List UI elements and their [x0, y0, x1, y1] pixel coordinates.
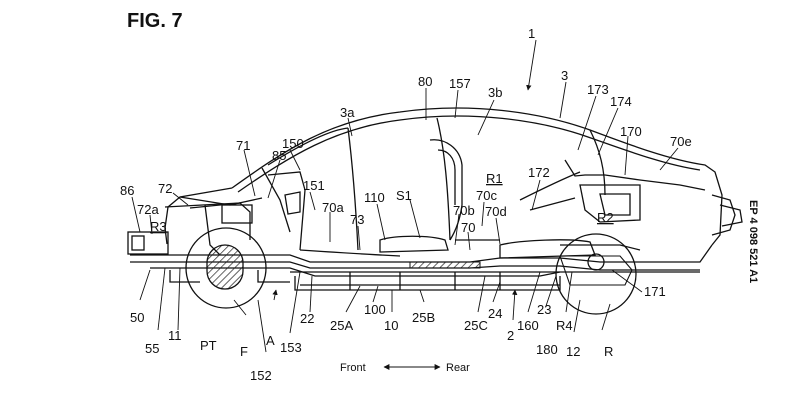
label-150: 150	[282, 136, 304, 151]
label-71: 71	[236, 138, 250, 153]
label-PT: PT	[200, 338, 217, 353]
label-25C: 25C	[464, 318, 488, 333]
label-F: F	[240, 344, 248, 359]
label-S1: S1	[396, 188, 412, 203]
label-153: 153	[280, 340, 302, 355]
label-12: 12	[566, 344, 580, 359]
label-70a: 70a	[322, 200, 344, 215]
label-R3: R3	[150, 219, 167, 234]
label-70b: 70b	[453, 203, 475, 218]
label-100: 100	[364, 302, 386, 317]
label-22: 22	[300, 311, 314, 326]
label-70e: 70e	[670, 134, 692, 149]
label-R: R	[604, 344, 613, 359]
label-roof: 80	[418, 74, 432, 89]
document-code: EP 4 098 521 A1	[747, 200, 759, 284]
reference-labels: 1 3 3a 80 157 3b 173 174 170 70e 71 85 1…	[120, 26, 692, 383]
rear-label: Rear	[446, 362, 470, 374]
label-70d: 70d	[485, 204, 507, 219]
front-wheel	[185, 227, 267, 309]
label-170: 170	[620, 124, 642, 139]
rear-wheel	[555, 233, 637, 315]
body-outline	[127, 107, 743, 259]
label-23: 23	[537, 302, 551, 317]
label-2: 2	[507, 328, 514, 343]
label-173: 173	[587, 82, 609, 97]
label-25B: 25B	[412, 310, 435, 325]
label-151: 151	[303, 178, 325, 193]
label-10: 10	[384, 318, 398, 333]
label-50: 50	[130, 310, 144, 325]
label-72: 72	[158, 181, 172, 196]
front-label: Front	[340, 362, 366, 374]
figure-title: FIG. 7	[127, 10, 183, 32]
label-86: 86	[120, 183, 134, 198]
label-160: 160	[517, 318, 539, 333]
label-front-pillar: 3a	[340, 105, 355, 120]
label-25A: 25A	[330, 318, 353, 333]
label-152: 152	[250, 368, 272, 383]
label-A: A	[266, 333, 275, 348]
powertrain-unit	[206, 244, 244, 290]
label-174: 174	[610, 94, 632, 109]
label-70: 70	[461, 220, 475, 235]
label-vehicle: 1	[528, 26, 535, 41]
label-72a: 72a	[137, 202, 159, 217]
label-73: 73	[350, 212, 364, 227]
label-b-pillar: 3b	[488, 85, 502, 100]
label-171: 171	[644, 284, 666, 299]
label-172: 172	[528, 165, 550, 180]
label-180: 180	[536, 342, 558, 357]
label-85: 85	[272, 148, 286, 163]
label-R2: R2	[597, 210, 614, 225]
battery-hatch	[409, 261, 481, 269]
label-roof-frame: 157	[449, 76, 471, 91]
label-R1: R1	[486, 171, 503, 186]
label-body: 3	[561, 68, 568, 83]
label-11: 11	[168, 328, 182, 343]
label-110: 110	[364, 190, 385, 205]
label-R4: R4	[556, 318, 573, 333]
label-24: 24	[488, 306, 502, 321]
label-70c: 70c	[476, 188, 497, 203]
label-55: 55	[145, 341, 159, 356]
chassis	[130, 244, 713, 291]
leader-lines	[131, 39, 679, 353]
